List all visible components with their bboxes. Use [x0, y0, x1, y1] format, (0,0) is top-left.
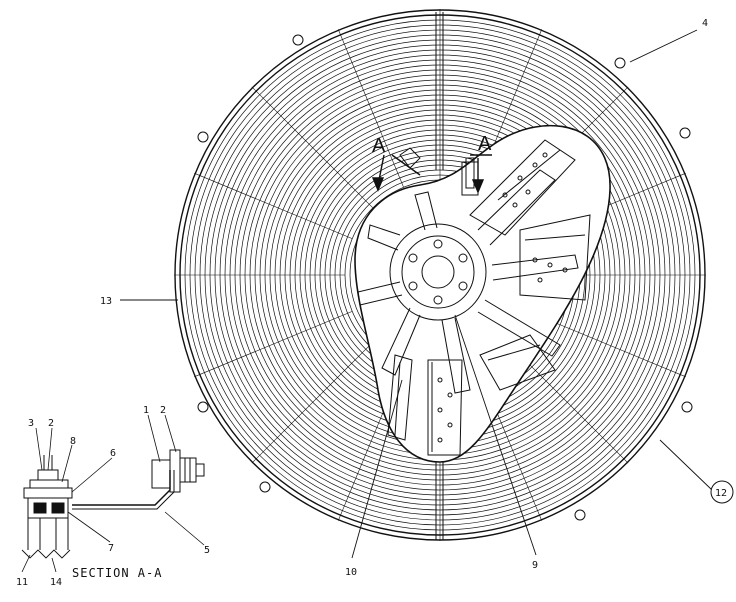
- guard-spoke: [194, 311, 353, 378]
- section-a-a-detail: [21, 449, 205, 559]
- callout-12-circle: [710, 480, 734, 504]
- callout-4: 4: [702, 18, 708, 29]
- clamp-body: [151, 459, 171, 489]
- blade-panel-lower: [427, 359, 463, 456]
- callout-5: 5: [204, 545, 210, 556]
- blade-panel-right: [519, 214, 591, 301]
- callout-12: 12: [715, 488, 727, 499]
- blade-panel-lower-left: [387, 354, 413, 441]
- nut-top: [37, 469, 59, 481]
- section-label-a-right: A: [478, 133, 492, 155]
- callout-6: 6: [110, 448, 116, 459]
- leader-10: [351, 379, 403, 559]
- callout-14: 14: [50, 577, 62, 588]
- callout-2-right: 2: [160, 405, 166, 416]
- blade-panel-upper-right: [469, 139, 576, 236]
- section-label-a-left: A: [372, 135, 386, 157]
- blade-panel-upper: [461, 161, 479, 196]
- callout-9: 9: [532, 560, 538, 571]
- insert-right: [51, 502, 65, 514]
- guard-spokes: [174, 9, 706, 541]
- leader-9: [454, 314, 537, 556]
- mount-block: [27, 497, 69, 519]
- callout-8: 8: [70, 436, 76, 447]
- mounting-tabs: [197, 34, 693, 521]
- callout-11: 11: [16, 577, 28, 588]
- fan-blade-assembly: [357, 139, 591, 456]
- section-leaders: [21, 414, 205, 573]
- callout-1: 1: [143, 405, 149, 416]
- section-marker-left: [371, 147, 421, 192]
- clamp-bolt-end: [195, 463, 205, 477]
- callout-2-left: 2: [48, 418, 54, 429]
- guard-spoke: [251, 86, 374, 209]
- callout-7: 7: [108, 543, 114, 554]
- bracket-flange: [23, 487, 73, 499]
- clamp-plate: [169, 449, 181, 493]
- guard-spoke: [337, 29, 404, 188]
- insert-left: [33, 502, 47, 514]
- callout-3: 3: [28, 418, 34, 429]
- clamp-nut: [179, 457, 197, 483]
- guard-center-seam: [435, 12, 444, 540]
- leader-12: [659, 439, 713, 491]
- callout-10: 10: [345, 567, 357, 578]
- fan-hub: [389, 223, 487, 321]
- guard-spoke: [251, 341, 374, 464]
- callout-13: 13: [100, 296, 112, 307]
- leader-4: [629, 29, 698, 63]
- section-title: SECTION A-A: [72, 566, 162, 580]
- callout-leaders: [120, 29, 713, 559]
- section-marker-right: [465, 154, 492, 194]
- guard-spoke: [194, 172, 353, 239]
- blade-panel-lower-right: [479, 334, 556, 391]
